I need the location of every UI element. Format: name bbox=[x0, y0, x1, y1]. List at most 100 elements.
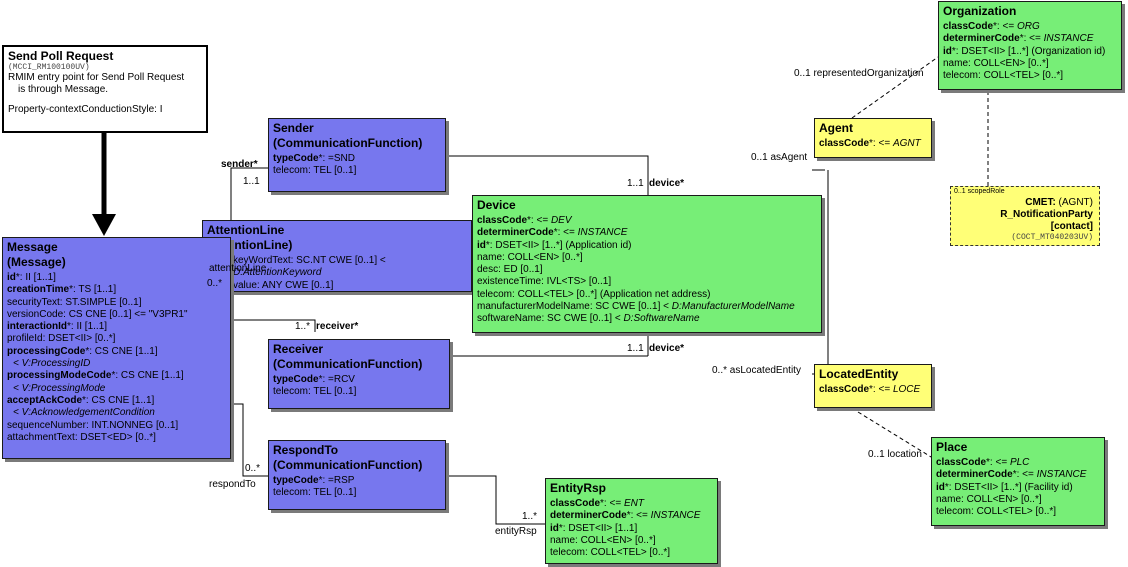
attribute-row: id*: II [1..1] bbox=[7, 272, 226, 284]
attribute-type: *: <= bbox=[869, 138, 893, 149]
receiver-box: Receiver (CommunicationFunction) typeCod… bbox=[268, 339, 450, 409]
attribute-row: < V:ProcessingID bbox=[7, 358, 226, 370]
attribute-row: classCode*: <= ORG bbox=[943, 21, 1117, 33]
attribute-row: name: COLL<EN> [0..*] bbox=[936, 494, 1100, 506]
attribute-name: processingModeCode bbox=[7, 370, 112, 382]
attribute-type: *: <= bbox=[1019, 33, 1044, 45]
attribute-name: telecom bbox=[943, 70, 979, 82]
attribute-name: classCode bbox=[819, 384, 870, 395]
attribute-type: : COLL<TEL> [0..*] (Application net addr… bbox=[512, 288, 711, 300]
attribute-name: telecom bbox=[550, 547, 586, 559]
attribute-type: < V:ProcessingID bbox=[13, 358, 91, 370]
attribute-type: *: CS CNE [1..1] bbox=[85, 345, 158, 357]
agent-attrs: classCode*: <= AGNT bbox=[815, 136, 931, 150]
receiver-subtitle: (CommunicationFunction) bbox=[273, 357, 423, 371]
attribute-row: determinerCode*: <= INSTANCE bbox=[943, 33, 1117, 45]
attribute-row: telecom: TEL [0..1] bbox=[273, 487, 441, 499]
attribute-row: processingCode*: CS CNE [1..1] bbox=[7, 346, 226, 358]
attribute-row: determinerCode*: <= INSTANCE bbox=[936, 469, 1100, 481]
attribute-type: : COLL<EN> [0..*] bbox=[502, 251, 583, 263]
attribute-name: telecom bbox=[273, 165, 309, 177]
attribute-name: name bbox=[943, 57, 969, 69]
attribute-type: *: <= bbox=[527, 215, 551, 226]
attribute-name: profileId bbox=[7, 333, 43, 345]
attribute-row: determinerCode*: <= INSTANCE bbox=[477, 227, 817, 239]
send-poll-title: Send Poll Request bbox=[8, 49, 114, 63]
attribute-name: determinerCode bbox=[936, 469, 1013, 481]
attribute-row: id*: DSET<II> [1..*] (Organization id) bbox=[943, 46, 1117, 58]
sender-role-label: sender* bbox=[221, 159, 258, 170]
attribute-row: telecom: COLL<TEL> [0..*] bbox=[550, 547, 713, 559]
attention-cardinality: 0..* bbox=[207, 278, 223, 289]
attribute-name: keyWordText bbox=[233, 255, 291, 266]
attribute-name: determinerCode bbox=[477, 227, 554, 239]
attribute-name: telecom bbox=[477, 288, 513, 300]
attribute-type: *: DSET<II> [1..*] (Organization id) bbox=[951, 45, 1106, 57]
entityrsp-title: EntityRsp bbox=[550, 481, 607, 495]
respondto-subtitle: (CommunicationFunction) bbox=[273, 458, 423, 472]
attribute-name: determinerCode bbox=[550, 510, 627, 522]
message-title: Message bbox=[7, 240, 58, 254]
attribute-type: *: <= bbox=[600, 498, 624, 509]
attribute-row: name: COLL<EN> [0..*] bbox=[477, 252, 817, 264]
respondto-box: RespondTo (CommunicationFunction) typeCo… bbox=[268, 440, 446, 510]
sender-cardinality: 1..1 bbox=[243, 176, 260, 187]
attribute-type: *: DSET<II> [1..*] (Facility id) bbox=[944, 481, 1073, 493]
attribute-row: < V:ProcessingMode bbox=[7, 383, 226, 395]
sender-subtitle: (CommunicationFunction) bbox=[273, 136, 423, 150]
attribute-type: *: CS CNE [1..1] bbox=[111, 370, 184, 382]
attribute-row: id*: DSET<II> [1..*] (Facility id) bbox=[936, 482, 1100, 494]
represented-organization-label: 0..1 representedOrganization bbox=[794, 68, 924, 79]
attribute-name: classCode bbox=[550, 498, 601, 509]
attribute-name: typeCode bbox=[273, 475, 319, 486]
cmet-notification-party-box: 0..1 scopedRole CMET: (AGNT) R_Notificat… bbox=[950, 186, 1100, 246]
attribute-name: versionCode bbox=[7, 308, 64, 320]
send-poll-id: (MCCI_RM100100UV) bbox=[8, 63, 90, 72]
attribute-name: determinerCode bbox=[943, 33, 1020, 45]
respondto-title: RespondTo bbox=[273, 443, 339, 457]
attribute-name: id bbox=[7, 272, 16, 283]
attention-line-subtitle: (AttentionLine) bbox=[207, 238, 293, 252]
attribute-name: id bbox=[477, 239, 486, 251]
cmet-label: CMET: bbox=[1025, 197, 1056, 208]
attribute-row: interactionId*: II [1..1] bbox=[7, 321, 226, 333]
device-receiver-cardinality: 1..1 bbox=[627, 343, 644, 354]
attribute-type: *: CS CNE [1..1] bbox=[82, 394, 155, 406]
attribute-name: value bbox=[233, 279, 257, 291]
attribute-name: telecom bbox=[273, 487, 309, 499]
attribute-name: securityText bbox=[7, 296, 60, 308]
attribute-name: id bbox=[550, 522, 559, 534]
device-sender-role: device* bbox=[649, 178, 685, 189]
attribute-type: : SC CWE [0..1] < bbox=[589, 301, 672, 313]
attribute-type: < V:ProcessingMode bbox=[13, 382, 106, 394]
attribute-name: telecom bbox=[936, 506, 972, 518]
attribute-type: : ST.SIMPLE [0..1] bbox=[59, 296, 142, 308]
attribute-row: telecom: COLL<TEL> [0..*] (Application n… bbox=[477, 289, 817, 301]
attribute-row: existenceTime: IVL<TS> [0..1] bbox=[477, 276, 817, 288]
send-poll-desc-2: is through Message. bbox=[18, 84, 109, 95]
attention-role-label: attentionLine bbox=[209, 263, 267, 274]
place-title: Place bbox=[936, 440, 968, 454]
location-label: 0..1 location bbox=[868, 449, 922, 460]
attribute-name: manufacturerModelName bbox=[477, 301, 590, 313]
attribute-constraint: ENT bbox=[623, 498, 644, 509]
attribute-row: value: ANY CWE [0..1] bbox=[233, 279, 467, 291]
attribute-type: : COLL<TEL> [0..*] bbox=[978, 70, 1064, 82]
receiver-title: Receiver bbox=[273, 342, 324, 356]
attribute-constraint: AGNT bbox=[892, 138, 921, 149]
attribute-type: : COLL<EN> [0..*] bbox=[968, 57, 1049, 69]
attribute-name: name bbox=[936, 493, 962, 505]
attribute-type: *: DSET<II> [1..1] bbox=[558, 522, 638, 534]
attribute-name: typeCode bbox=[273, 374, 319, 385]
attribute-constraint: INSTANCE bbox=[1036, 469, 1087, 481]
attribute-row: name: COLL<EN> [0..*] bbox=[943, 58, 1117, 70]
attribute-type: : TEL [0..1] bbox=[308, 386, 357, 398]
attribute-row: manufacturerModelName: SC CWE [0..1] < D… bbox=[477, 301, 817, 313]
respondto-cardinality: 0..* bbox=[245, 463, 261, 474]
attribute-row: softwareName: SC CWE [0..1] < D:Software… bbox=[477, 313, 817, 325]
receiver-role-label: receiver* bbox=[316, 321, 359, 332]
